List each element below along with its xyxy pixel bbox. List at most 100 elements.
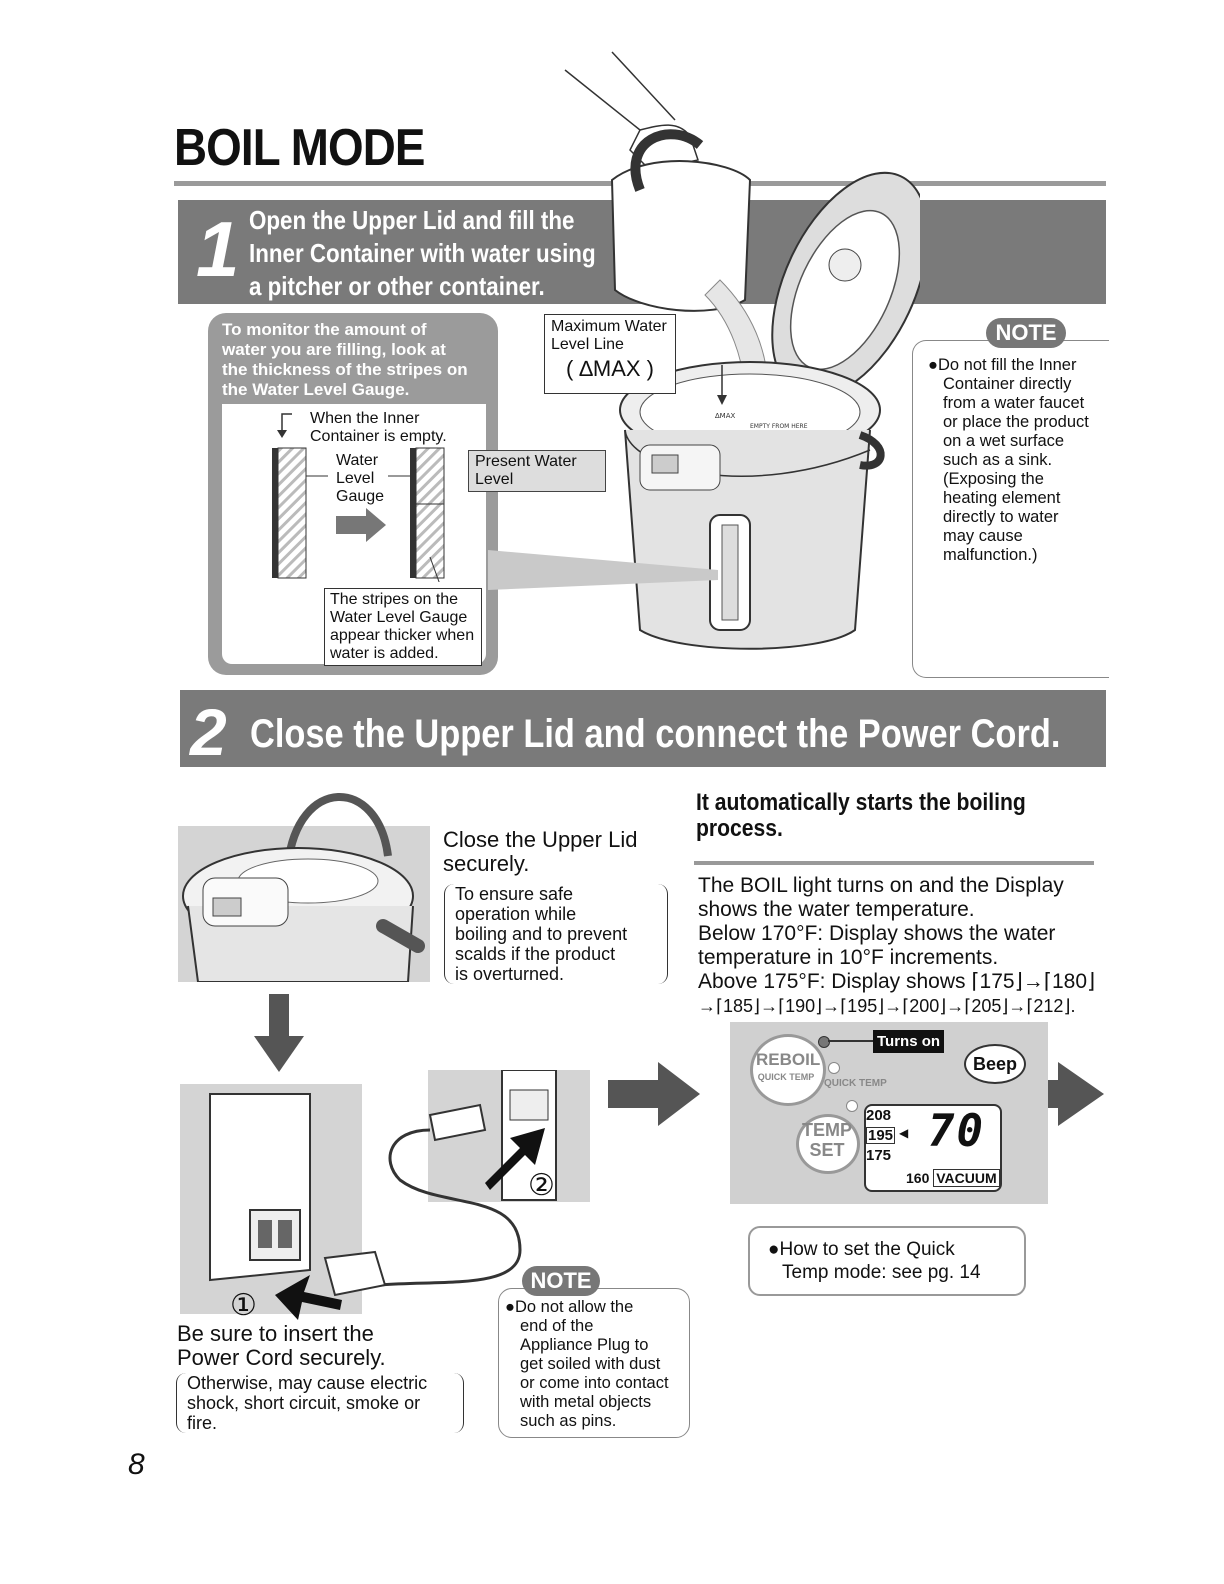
max-line2: Level Line bbox=[551, 336, 624, 353]
step1-heading: Open the Upper Lid and fill the Inner Co… bbox=[249, 204, 596, 303]
step1-line3: a pitcher or other container. bbox=[249, 271, 545, 301]
ensure-line: To ensure safe bbox=[455, 884, 574, 904]
note2-line: such as pins. bbox=[520, 1412, 617, 1430]
power-cord-illustration bbox=[209, 1070, 557, 1320]
otherwise-line: shock, short circuit, smoke or bbox=[187, 1393, 421, 1413]
note1-line: may cause bbox=[943, 527, 1023, 545]
note2-line: or come into contact bbox=[520, 1374, 669, 1392]
note-text-step1: ●Do not fill the Inner Container directl… bbox=[928, 356, 1089, 565]
lcd-208: 208 bbox=[866, 1107, 892, 1124]
close-line1: Close the Upper Lid bbox=[443, 827, 638, 852]
close-lid-illustration bbox=[182, 793, 425, 982]
boil-light bbox=[818, 1036, 830, 1048]
monitor-line1: To monitor the amount of bbox=[222, 320, 427, 339]
monitor-line2: water you are filling, look at bbox=[222, 340, 446, 359]
otherwise-note: Otherwise, may cause electric shock, sho… bbox=[176, 1373, 464, 1433]
note-badge-step2: NOTE bbox=[522, 1266, 600, 1296]
quick-temp-reference-box bbox=[748, 1226, 1026, 1296]
right-arrow-1 bbox=[608, 1062, 700, 1126]
page-title: BOIL MODE bbox=[174, 119, 425, 177]
stripes-line4: water is added. bbox=[330, 645, 439, 662]
reboil-button[interactable] bbox=[750, 1034, 826, 1106]
down-arrow bbox=[254, 994, 304, 1072]
present-line2: Level bbox=[475, 471, 514, 488]
ensure-line: boiling and to prevent bbox=[455, 924, 628, 944]
quick-temp-light bbox=[828, 1062, 840, 1074]
max-symbol: ( ∆MAX ) bbox=[565, 356, 654, 381]
ensure-note: To ensure safe operation while boiling a… bbox=[444, 884, 668, 984]
pot-fill-illustration: ∆MAX EMPTY FROM HERE bbox=[564, 51, 920, 650]
present-line1: Present Water bbox=[475, 453, 577, 470]
desc-line: Above 175°F: Display shows ⌈175⌋→⌈180⌋ bbox=[698, 970, 1096, 993]
max-level-callout: Maximum Water Level Line ( ∆MAX ) bbox=[544, 314, 676, 394]
max-line1: Maximum Water bbox=[551, 318, 667, 335]
gauge-line2: Level bbox=[336, 470, 375, 487]
temp-light bbox=[846, 1100, 858, 1112]
set-label: SET bbox=[809, 1140, 845, 1160]
lcd-195: 195 bbox=[866, 1127, 896, 1144]
desc-line: The BOIL light turns on and the Display bbox=[698, 874, 1064, 897]
auto-boil-heading: It automatically starts the boiling proc… bbox=[696, 790, 1026, 842]
note1-line: Container directly bbox=[943, 375, 1072, 393]
step1-line1: Open the Upper Lid and fill the bbox=[249, 205, 575, 235]
step-marker-2: ② bbox=[528, 1169, 555, 1202]
turns-on-label: Turns on bbox=[873, 1030, 945, 1053]
gauge-label: Water Level Gauge bbox=[336, 452, 384, 506]
auto-boil-rule bbox=[694, 861, 1094, 865]
auto-line2: process. bbox=[696, 815, 783, 842]
gauge-line1: Water bbox=[336, 452, 379, 469]
quick-temp-label: QUICK TEMP bbox=[824, 1078, 887, 1089]
note1-line: (Exposing the bbox=[943, 470, 1044, 488]
desc-line: temperature in 10°F increments. bbox=[698, 946, 999, 969]
gauge-diagram bbox=[272, 413, 445, 582]
note1-line: directly to water bbox=[943, 508, 1059, 526]
note-text-step2: ●Do not allow the end of the Appliance P… bbox=[505, 1298, 669, 1431]
quick-line1: ●How to set the Quick bbox=[768, 1239, 955, 1260]
note1-line: ●Do not fill the Inner bbox=[928, 356, 1077, 374]
step2-number: 2 bbox=[190, 695, 227, 769]
note2-line: get soiled with dust bbox=[520, 1355, 661, 1373]
step1-line2: Inner Container with water using bbox=[249, 238, 596, 268]
note1-line: such as a sink. bbox=[943, 451, 1053, 469]
insert-line1: Be sure to insert the bbox=[177, 1321, 374, 1346]
otherwise-line: fire. bbox=[187, 1413, 218, 1433]
lcd-vacuum: VACUUM bbox=[933, 1169, 1000, 1187]
page-number: 8 bbox=[128, 1448, 145, 1481]
note1-line: heating element bbox=[943, 489, 1061, 507]
desc-line: Below 170°F: Display shows the water bbox=[698, 922, 1056, 945]
when-empty-line2: Container is empty. bbox=[310, 428, 447, 445]
boil-description: The BOIL light turns on and the Display … bbox=[698, 874, 1095, 1018]
present-level-callout: Present Water Level bbox=[468, 450, 606, 492]
temp-set-label: TEMP SET bbox=[796, 1120, 858, 1160]
insert-cord-instruction: Be sure to insert the Power Cord securel… bbox=[177, 1322, 386, 1370]
close-line2: securely. bbox=[443, 851, 530, 876]
reboil-label: REBOIL bbox=[756, 1050, 821, 1069]
note2-line: end of the bbox=[520, 1317, 594, 1335]
quick-temp-reference: ●How to set the Quick Temp mode: see pg.… bbox=[768, 1238, 981, 1284]
lcd-160: 160 bbox=[906, 1170, 930, 1186]
monitor-line4: the Water Level Gauge. bbox=[222, 380, 410, 399]
ensure-line: operation while bbox=[455, 904, 577, 924]
note1-line: from a water faucet bbox=[943, 394, 1085, 412]
insert-line2: Power Cord securely. bbox=[177, 1345, 386, 1370]
ensure-line: is overturned. bbox=[455, 964, 565, 984]
lcd-175: 175 bbox=[866, 1147, 892, 1164]
temp-set-button[interactable] bbox=[796, 1114, 860, 1174]
stripes-line2: Water Level Gauge bbox=[330, 609, 468, 626]
pot-empty-label: EMPTY FROM HERE bbox=[750, 423, 808, 430]
turns-on-leader bbox=[828, 1040, 874, 1042]
step1-number: 1 bbox=[196, 205, 240, 293]
note1-line: malfunction.) bbox=[943, 546, 1038, 564]
beep-bubble: Beep bbox=[964, 1044, 1026, 1084]
stripes-line1: The stripes on the bbox=[330, 591, 459, 608]
step2-heading: Close the Upper Lid and connect the Powe… bbox=[250, 712, 1061, 756]
lcd-temp-list: 208 195 175 bbox=[866, 1106, 896, 1166]
otherwise-line: Otherwise, may cause electric bbox=[187, 1373, 428, 1393]
gauge-pointer-wedge bbox=[488, 550, 718, 590]
when-empty-line1: When the Inner bbox=[310, 410, 420, 427]
monitor-text: To monitor the amount of water you are f… bbox=[222, 320, 497, 400]
when-empty-label: When the Inner Container is empty. bbox=[310, 410, 447, 446]
monitor-line3: the thickness of the stripes on bbox=[222, 360, 468, 379]
gauge-line3: Gauge bbox=[336, 488, 385, 505]
temp-label: TEMP bbox=[801, 1120, 852, 1140]
